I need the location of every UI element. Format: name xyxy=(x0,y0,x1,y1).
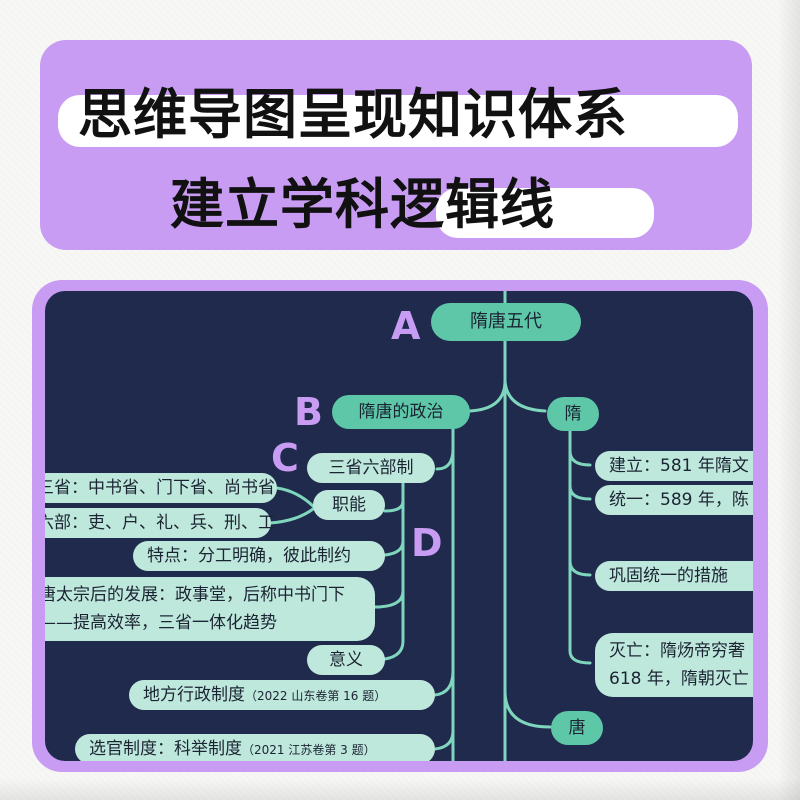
page-shadow-bottom xyxy=(0,778,800,800)
sui-to-consolidate xyxy=(568,559,592,577)
node-six-ministries[interactable]: 六部：吏、户、礼、兵、刑、工 xyxy=(45,508,275,538)
node-duty[interactable]: 职能 xyxy=(313,490,385,520)
node-sui-fall[interactable]: 灭亡：隋炀帝穷奢 618 年，隋朝灭亡 xyxy=(595,633,753,697)
node-selection[interactable]: 选官制度：科举制度（2021 江苏卷第 3 题） xyxy=(75,734,435,761)
threesix-to-development xyxy=(373,589,405,609)
node-three-six[interactable]: 三省六部制 xyxy=(307,453,435,483)
node-local-admin-text: 地方行政制度 xyxy=(143,685,245,705)
node-sui-found[interactable]: 建立：581 年隋文 xyxy=(595,451,753,481)
connector-lines xyxy=(268,291,592,761)
node-development-line2: ——提高效率，三省一体化趋势 xyxy=(45,613,277,633)
threesix-trunk xyxy=(383,479,405,661)
label-c: C xyxy=(271,436,299,480)
node-local-admin-ref: （2022 山东卷第 16 题） xyxy=(245,689,387,703)
node-development-line1: 唐太宗后的发展：政事堂，后称中书门下 xyxy=(45,585,345,605)
spine-to-sui xyxy=(503,379,547,413)
title-highlight-1 xyxy=(58,95,738,147)
spine-to-politics xyxy=(468,379,507,413)
sui-to-found xyxy=(568,449,592,467)
node-development[interactable]: 唐太宗后的发展：政事堂，后称中书门下 ——提高效率，三省一体化趋势 xyxy=(45,577,375,641)
label-d: D xyxy=(411,521,443,565)
page-shadow-right xyxy=(778,0,800,800)
trunk-to-threesix xyxy=(435,447,455,471)
trunk-to-local xyxy=(433,669,455,697)
node-politics[interactable]: 隋唐的政治 xyxy=(332,395,470,429)
node-feature[interactable]: 特点：分工明确，彼此制约 xyxy=(133,541,385,571)
banner-title-line2: 建立学科逻辑线 xyxy=(170,173,555,236)
node-root[interactable]: 隋唐五代 xyxy=(431,303,581,341)
label-a: A xyxy=(391,304,421,348)
node-tang[interactable]: 唐 xyxy=(551,711,603,745)
node-sui-fall-line1: 灭亡：隋炀帝穷奢 xyxy=(609,641,745,661)
node-selection-text: 选官制度：科举制度 xyxy=(89,739,242,759)
node-sui-unify[interactable]: 统一：589 年，陈 xyxy=(595,485,753,515)
trunk-to-selection xyxy=(433,729,455,751)
mindmap-canvas: A B C D 隋唐五代 隋唐的政治 隋 唐 三省六部制 职能 三省：中书省、门… xyxy=(45,291,753,761)
label-b: B xyxy=(294,390,323,434)
sui-to-unify xyxy=(568,484,592,501)
title-highlight-2 xyxy=(436,188,654,238)
node-sui[interactable]: 隋 xyxy=(547,397,599,431)
node-local-admin[interactable]: 地方行政制度（2022 山东卷第 16 题） xyxy=(129,680,435,710)
title-banner: 思维导图呈现知识体系 建立学科逻辑线 xyxy=(40,40,752,250)
node-sui-consolidate[interactable]: 巩固统一的措施 xyxy=(595,561,753,591)
node-meaning[interactable]: 意义 xyxy=(307,645,385,675)
duty-to-provinces xyxy=(275,486,315,508)
threesix-to-feature xyxy=(383,539,405,557)
spine-to-tang xyxy=(503,689,552,729)
node-selection-ref: （2021 江苏卷第 3 题） xyxy=(242,743,376,757)
duty-to-ministries xyxy=(268,507,315,525)
node-sui-fall-line2: 618 年，隋朝灭亡 xyxy=(609,669,749,689)
sui-trunk xyxy=(568,427,592,665)
threesix-to-duty xyxy=(383,499,405,513)
node-three-provinces[interactable]: 三省：中书省、门下省、尚书省 xyxy=(45,473,277,503)
banner-title-line1: 思维导图呈现知识体系 xyxy=(78,83,628,146)
